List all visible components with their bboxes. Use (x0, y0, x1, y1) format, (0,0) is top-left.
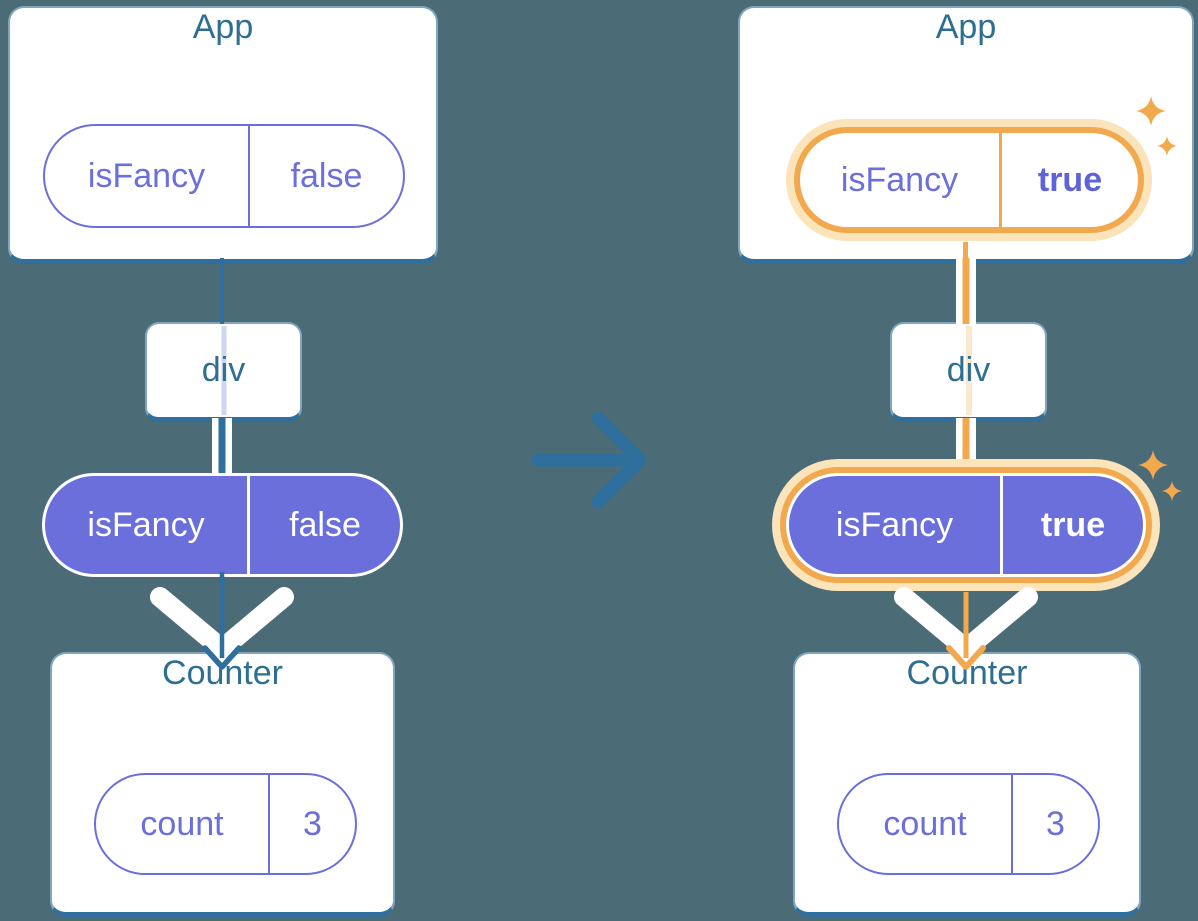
prop-value: false (247, 476, 400, 574)
counter-card-before: Counter count 3 (50, 652, 395, 917)
sparkle-icon (1136, 96, 1166, 126)
connector-app-to-div (220, 258, 224, 324)
state-pill-count-before: count 3 (94, 773, 357, 875)
sparkle-icon (1138, 450, 1168, 480)
component-title: div (946, 351, 991, 389)
component-title: div (201, 351, 246, 389)
arrow-down-icon (894, 587, 1038, 670)
connector-div-to-prop (956, 418, 976, 470)
state-pill-count-after: count 3 (837, 773, 1100, 875)
counter-card-after: Counter count 3 (793, 652, 1141, 917)
sparkle-icon (1162, 481, 1182, 501)
prop-pill-isfancy-before: isFancy false (43, 124, 405, 228)
prop-pill-isfancy-after: isFancy true (794, 127, 1144, 233)
app-card-before: App isFancy false (8, 6, 438, 264)
prop-value: true (999, 133, 1138, 227)
arrow-right-icon (531, 411, 647, 509)
connector-div-to-prop (212, 418, 232, 478)
state-key: count (140, 804, 224, 843)
prop-flow-line-through-div (965, 326, 972, 415)
prop-key: isFancy (87, 156, 206, 195)
prop-value: true (1000, 476, 1143, 574)
app-card-after: App isFancy true (738, 6, 1194, 264)
state-key: count (883, 804, 967, 843)
prop-value: false (248, 126, 403, 226)
div-card-after: div (890, 322, 1047, 422)
component-title: App (192, 8, 254, 46)
prop-key: isFancy (87, 505, 205, 544)
passed-prop-pill-before: isFancy false (42, 473, 403, 577)
prop-flow-line (963, 242, 968, 264)
component-title: Counter (162, 654, 283, 692)
state-value: 3 (1011, 775, 1098, 873)
prop-flow-line-through-div (221, 326, 226, 415)
div-card-before: div (145, 322, 302, 422)
prop-key: isFancy (835, 505, 954, 544)
prop-key: isFancy (840, 160, 959, 199)
passed-prop-pill-after: isFancy true (786, 473, 1146, 577)
state-value: 3 (268, 775, 355, 873)
arrow-down-icon (150, 572, 294, 670)
sparkle-icon (1157, 136, 1177, 156)
connector-app-to-div (956, 258, 976, 324)
component-title: App (935, 8, 997, 46)
component-title: Counter (906, 654, 1028, 692)
